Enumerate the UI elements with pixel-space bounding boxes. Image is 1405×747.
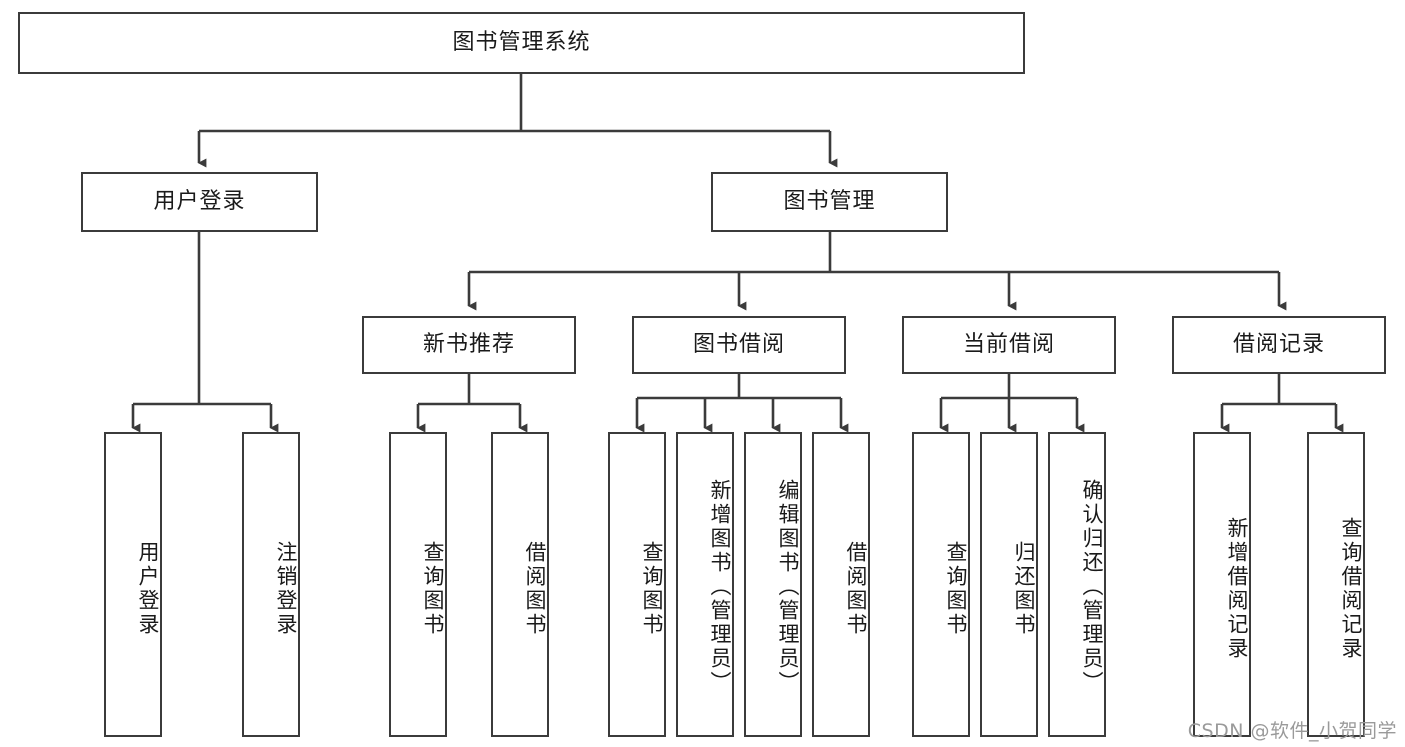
node-book-borrow[interactable]: 图书借阅: [632, 316, 846, 374]
node-label: 借阅图书: [523, 540, 547, 637]
node-label: 新增图书（管理员）: [708, 478, 732, 695]
node-label: 确认归还（管理员）: [1080, 478, 1104, 695]
node-label: 查询图书: [421, 540, 445, 637]
node-label: 用户登录: [153, 188, 246, 214]
leaf-add-book-admin[interactable]: 新增图书（管理员）: [676, 432, 734, 737]
leaf-add-borrow-record[interactable]: 新增借阅记录: [1193, 432, 1251, 737]
node-user-login[interactable]: 用户登录: [81, 172, 318, 232]
node-label: 编辑图书（管理员）: [776, 478, 800, 695]
leaf-return-book[interactable]: 归还图书: [980, 432, 1038, 737]
node-label: 查询借阅记录: [1339, 516, 1363, 661]
node-label: 用户登录: [136, 540, 160, 637]
node-borrow-record[interactable]: 借阅记录: [1172, 316, 1386, 374]
node-label: 注销登录: [274, 540, 298, 637]
node-label: 新书推荐: [422, 331, 515, 357]
node-label: 查询图书: [944, 540, 968, 637]
node-current-borrow[interactable]: 当前借阅: [902, 316, 1116, 374]
node-label: 借阅记录: [1232, 331, 1325, 357]
leaf-query-book-newbook[interactable]: 查询图书: [389, 432, 447, 737]
node-label: 新增借阅记录: [1225, 516, 1249, 661]
node-label: 借阅图书: [844, 540, 868, 637]
csdn-watermark: CSDN @软件_小贺同学: [1187, 720, 1397, 742]
node-label: 图书管理系统: [452, 29, 591, 55]
leaf-confirm-return-admin[interactable]: 确认归还（管理员）: [1048, 432, 1106, 737]
node-label: 图书管理: [783, 188, 876, 214]
node-label: 归还图书: [1012, 540, 1036, 637]
node-root-book-management-system[interactable]: 图书管理系统: [18, 12, 1025, 74]
leaf-borrow-book-newbook[interactable]: 借阅图书: [491, 432, 549, 737]
leaf-user-login[interactable]: 用户登录: [104, 432, 162, 737]
leaf-logout[interactable]: 注销登录: [242, 432, 300, 737]
node-book-management[interactable]: 图书管理: [711, 172, 948, 232]
node-label: 查询图书: [640, 540, 664, 637]
leaf-query-book-borrow[interactable]: 查询图书: [608, 432, 666, 737]
leaf-query-borrow-record[interactable]: 查询借阅记录: [1307, 432, 1365, 737]
leaf-borrow-book[interactable]: 借阅图书: [812, 432, 870, 737]
leaf-query-book-current[interactable]: 查询图书: [912, 432, 970, 737]
node-label: 当前借阅: [962, 331, 1055, 357]
node-new-book-recommend[interactable]: 新书推荐: [362, 316, 576, 374]
node-label: 图书借阅: [692, 331, 785, 357]
leaf-edit-book-admin[interactable]: 编辑图书（管理员）: [744, 432, 802, 737]
